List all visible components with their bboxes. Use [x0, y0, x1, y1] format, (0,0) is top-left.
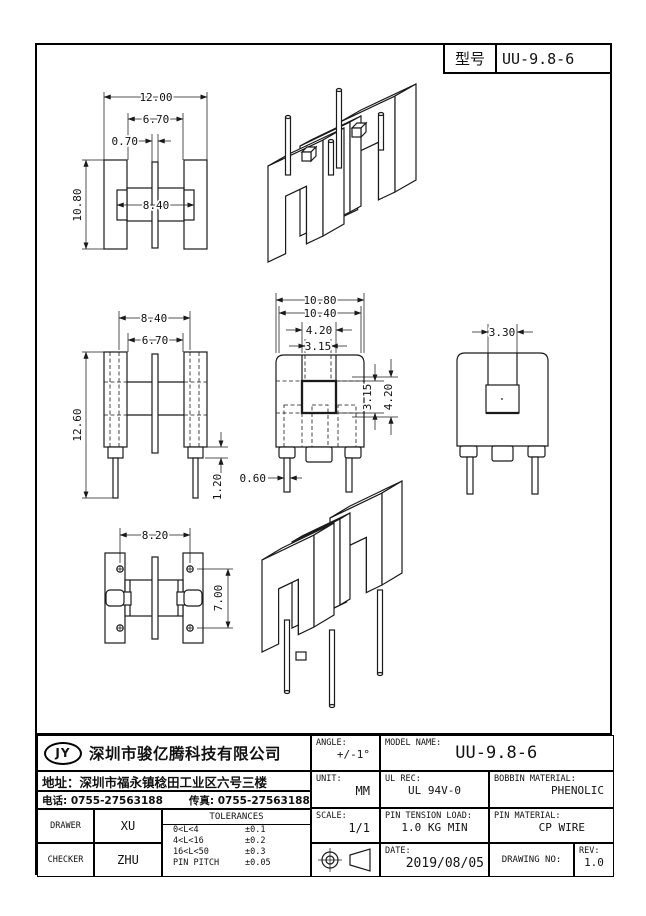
unit-value: MM: [355, 784, 370, 798]
company-contact-cell: 电话: 0755-27563188 传真: 0755-27563188: [37, 791, 311, 809]
pin-material-cell: PIN MATERIAL: CP WIRE: [489, 808, 614, 843]
ul-rec-value: UL 94V-0: [408, 784, 461, 797]
model-name-value: UU-9.8-6: [455, 743, 538, 763]
view-front: 8.40 6.70 12.60 1.20: [69, 310, 228, 502]
drawer-value: XU: [94, 809, 162, 843]
unit-label: UNIT:: [316, 774, 342, 784]
dim-3.15-v: 3.15: [361, 384, 374, 411]
dim-12.00: 12.00: [139, 91, 172, 104]
third-angle-projection-icon: [317, 848, 371, 872]
model-number-box: 型号 UU-9.8-6: [443, 43, 612, 74]
bobbin-material-value: PHENOLIC: [551, 784, 604, 797]
dim-10.80: 10.80: [71, 188, 84, 221]
view-bottom: 8.20 7.00: [104, 527, 233, 644]
drawing-no-label: DRAWING NO:: [489, 843, 574, 877]
view-side: 3.30: [456, 324, 549, 495]
pin-tension-label: PIN TENSION LOAD:: [385, 811, 472, 821]
dim-3.30: 3.30: [489, 326, 516, 339]
view-side-section: 10.80 10.40 4.20 3.15 3.15 4.20: [238, 292, 398, 493]
company-cell: JY 深圳市骏亿腾科技有限公司: [37, 735, 311, 771]
iso-pins: [284, 87, 385, 176]
dim-7.00: 7.00: [212, 585, 225, 612]
tol-range-1: 0<L<4: [173, 825, 199, 835]
tolerances-cell: TOLERANCES 0<L<4 ±0.1 4<L<16 ±0.2 16<L<50 ±…: [162, 809, 311, 877]
model-value: UU-9.8-6: [502, 49, 575, 68]
tolerances-title: TOLERANCES: [163, 810, 310, 825]
model-label: 型号: [445, 45, 497, 72]
pin-marker: [116, 624, 124, 632]
tol-range-4: PIN PITCH: [173, 858, 220, 868]
view-iso-bottom: [261, 479, 403, 709]
view-top: 12.00 6.70 0.70 8.40 10.80: [69, 89, 208, 250]
projection-symbol-cell: [311, 843, 380, 877]
rev-value: 1.0: [584, 856, 604, 869]
ul-rec-cell: UL REC: UL 94V-0: [380, 771, 489, 808]
tol-value-2: ±0.2: [245, 836, 266, 846]
scale-cell: SCALE: 1/1: [311, 808, 380, 843]
dim-3.15: 3.15: [305, 340, 332, 353]
checker-label: CHECKER: [37, 843, 94, 877]
rev-cell: REV: 1.0: [574, 843, 614, 877]
date-value: 2019/08/05: [405, 856, 484, 871]
scale-label: SCALE:: [316, 811, 347, 821]
iso-tabs: [300, 121, 368, 163]
iso2-foot-tab: [295, 651, 307, 661]
pin-marker: [116, 565, 124, 573]
dim-8.40-front: 8.40: [141, 312, 168, 325]
date-cell: DATE: 2019/08/05: [380, 843, 489, 877]
view-iso-top: [267, 82, 417, 263]
angle-value: +/-1°: [336, 748, 370, 761]
dim-8.40: 8.40: [143, 199, 170, 212]
pin-tension-value: 1.0 KG MIN: [401, 821, 468, 834]
dim-10.80-side: 10.80: [303, 294, 336, 307]
angle-label: ANGLE:: [316, 738, 347, 748]
iso2-front-plate: [261, 521, 335, 653]
ul-rec-label: UL REC:: [385, 774, 421, 784]
model-name-cell: MODEL NAME: UU-9.8-6: [380, 735, 614, 771]
unit-cell: UNIT: MM: [311, 771, 380, 808]
dim-6.70: 6.70: [143, 113, 170, 126]
rev-label: REV:: [579, 846, 600, 856]
bobbin-material-label: BOBBIN MATERIAL:: [494, 774, 576, 784]
dim-4.20: 4.20: [306, 324, 333, 337]
dim-0.60: 0.60: [240, 472, 267, 485]
company-fax: 传真: 0755-27563188: [188, 794, 310, 807]
dim-0.70: 0.70: [112, 135, 139, 148]
dim-8.20: 8.20: [142, 529, 169, 542]
dim-1.20: 1.20: [211, 474, 224, 501]
company-phone: 电话: 0755-27563188: [42, 794, 163, 807]
iso2-pins-behind: [283, 589, 384, 709]
scale-value: 1/1: [348, 821, 370, 835]
tol-value-1: ±0.1: [245, 825, 266, 835]
company-address: 地址：深圳市福永镇稔田工业区六号三楼: [37, 771, 311, 791]
bobbin-material-cell: BOBBIN MATERIAL: PHENOLIC: [489, 771, 614, 808]
pin-material-value: CP WIRE: [538, 821, 585, 834]
dim-10.40: 10.40: [303, 307, 336, 320]
dim-6.70-front: 6.70: [142, 334, 169, 347]
pin-marker: [186, 624, 194, 632]
angle-cell: ANGLE: +/-1°: [311, 735, 380, 771]
pin-material-label: PIN MATERIAL:: [494, 811, 561, 821]
date-label: DATE:: [385, 846, 411, 856]
pin-tension-cell: PIN TENSION LOAD: 1.0 KG MIN: [380, 808, 489, 843]
tol-range-3: 16<L<50: [173, 847, 209, 857]
dim-4.20-v: 4.20: [382, 384, 395, 411]
dim-12.60: 12.60: [71, 408, 84, 441]
drawer-label: DRAWER: [37, 809, 94, 843]
title-block: JY 深圳市骏亿腾科技有限公司 地址：深圳市福永镇稔田工业区六号三楼 电话: 0…: [35, 733, 614, 877]
model-name-label: MODEL NAME:: [385, 738, 442, 748]
tol-value-3: ±0.3: [245, 847, 266, 857]
checker-value: ZHU: [94, 843, 162, 877]
tol-value-4: ±0.05: [245, 858, 271, 868]
tol-range-2: 4<L<16: [173, 836, 204, 846]
company-name: 深圳市骏亿腾科技有限公司: [89, 745, 282, 763]
company-logo: JY: [44, 741, 82, 765]
pin-marker: [186, 565, 194, 573]
